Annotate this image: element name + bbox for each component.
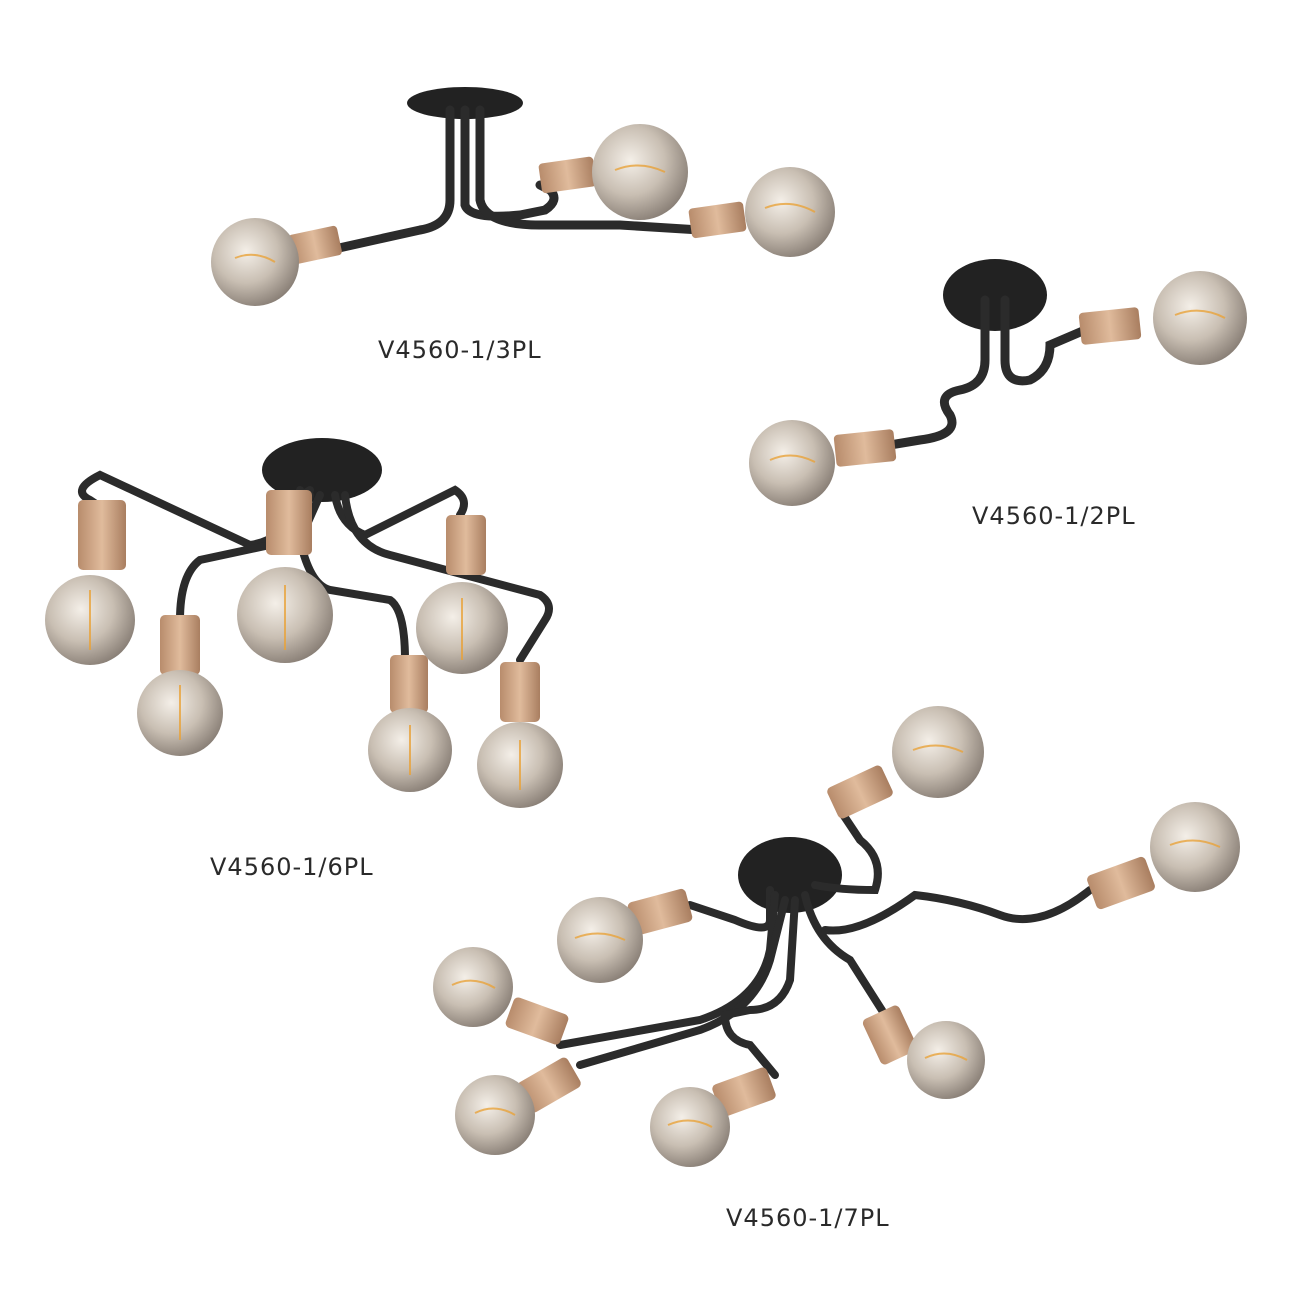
socket: [833, 307, 1142, 467]
filament: [234, 164, 816, 263]
lamp-7pl: [433, 706, 1240, 1167]
model-label-3pl: V4560-1/3PL: [378, 336, 542, 364]
model-label-6pl: V4560-1/6PL: [210, 853, 374, 881]
lamp-3pl: [211, 87, 835, 306]
filament: [451, 744, 1221, 1128]
bulb: [45, 567, 563, 808]
arms: [556, 806, 1094, 1079]
model-label-7pl: V4560-1/7PL: [726, 1204, 890, 1232]
bulb: [433, 706, 1240, 1167]
socket: [288, 156, 747, 265]
lamp-6pl: [45, 438, 563, 808]
arms: [885, 295, 1090, 450]
socket: [505, 765, 1155, 1117]
socket: [78, 490, 540, 722]
lamp-2pl: [749, 259, 1247, 506]
filament: [769, 309, 1226, 463]
canopy: [738, 837, 842, 913]
canopy: [262, 438, 382, 502]
canopy: [407, 87, 523, 119]
model-label-2pl: V4560-1/2PL: [972, 502, 1136, 530]
filament: [89, 585, 521, 790]
arms: [325, 105, 705, 255]
canopy: [943, 259, 1047, 331]
bulb: [211, 124, 835, 306]
bulb: [749, 271, 1247, 506]
